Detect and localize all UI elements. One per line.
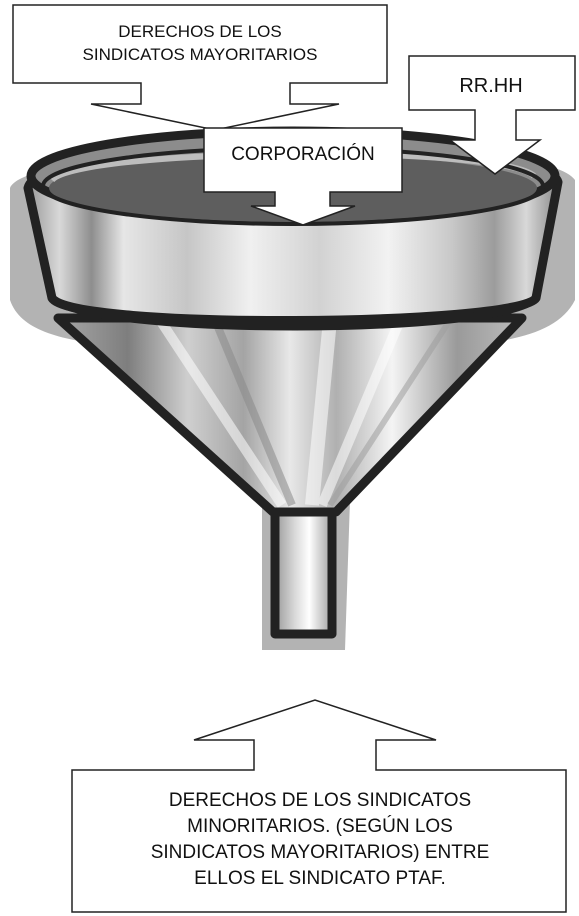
bottom-callout: DERECHOS DE LOS SINDICATOS MINORITARIOS.… [72, 700, 566, 912]
top-left-callout: DERECHOS DE LOS SINDICATOS MAYORITARIOS [13, 5, 387, 130]
funnel-spout [275, 512, 332, 634]
bottom-callout-line-1: DERECHOS DE LOS SINDICATOS [169, 790, 471, 811]
top-left-callout-line-1: DERECHOS DE LOS [118, 22, 281, 41]
bottom-callout-line-4: ELLOS EL SINDICATO PTAF. [194, 868, 446, 889]
bottom-callout-line-2: MINORITARIOS. (SEGÚN LOS [187, 815, 453, 837]
center-callout-line-1: CORPORACIÓN [231, 143, 375, 165]
top-right-callout-line-1: RR.HH [459, 75, 522, 97]
bottom-callout-line-3: SINDICATOS MAYORITARIOS) ENTRE [151, 842, 490, 863]
top-left-callout-line-2: SINDICATOS MAYORITARIOS [83, 45, 318, 64]
funnel-cone [58, 318, 522, 512]
